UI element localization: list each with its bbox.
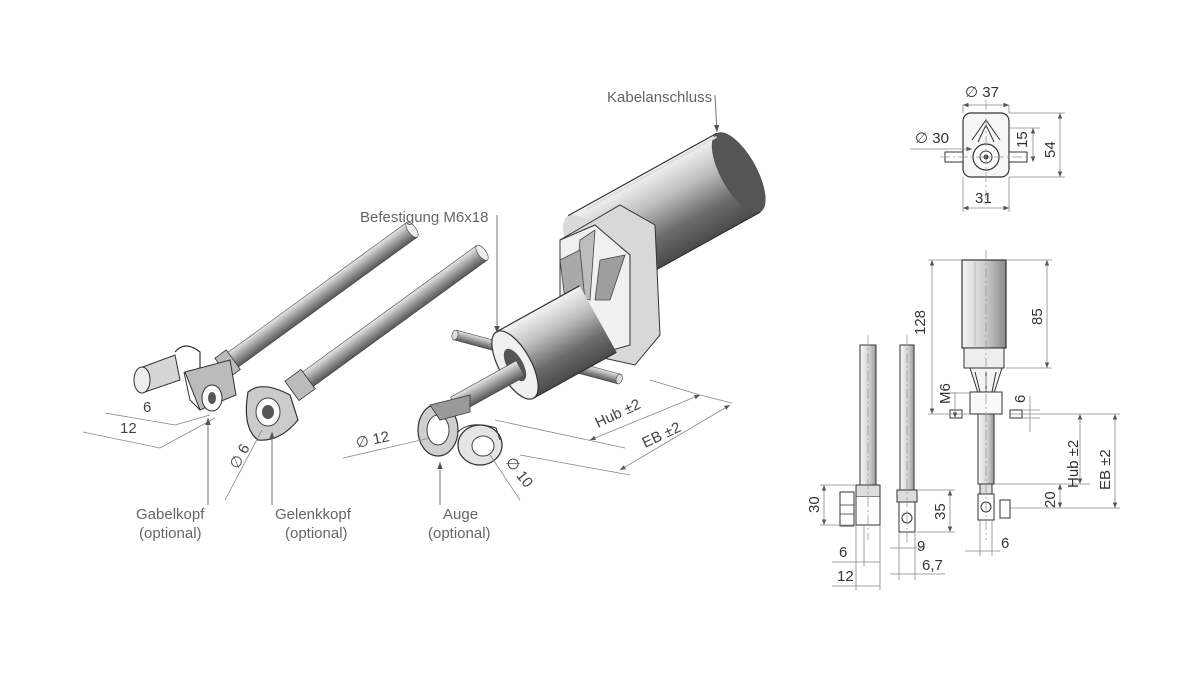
iso-dimensions: 6 12 ∅ 6 ∅ 12 ∅ 10 Hub ±2 EB ±2: [82, 379, 733, 501]
label-rod-end: Gelenkkopf: [275, 506, 352, 523]
side-dim-128: 128: [912, 310, 929, 335]
loose-rod-fork: [133, 221, 419, 412]
label-eye-optional: (optional): [428, 525, 491, 542]
iso-dim-hub: Hub ±2: [593, 396, 644, 432]
label-fork-head-optional: (optional): [139, 525, 202, 542]
top-dim-54: 54: [1042, 141, 1059, 158]
label-fork-head: Gabelkopf: [136, 506, 205, 523]
fork-dim-12: 12: [120, 420, 137, 437]
top-dim-d30: ∅ 30: [915, 130, 949, 147]
side-dim-rodend-35: 35: [932, 503, 949, 520]
side-dim-eb: EB ±2: [1097, 449, 1114, 490]
loose-rod-rodend: [245, 244, 489, 441]
rod-end-head: [245, 386, 299, 441]
side-dim-eye-6: 6: [1001, 535, 1009, 552]
top-dim-d37: ∅ 37: [965, 84, 999, 101]
side-dim-fork-30: 30: [806, 496, 823, 513]
top-dim-31: 31: [975, 190, 992, 207]
side-dim-m6: M6: [937, 383, 954, 404]
label-rod-end-optional: (optional): [285, 525, 348, 542]
side-dim-rodend-67: 6,7: [922, 557, 943, 574]
top-view: ∅ 37 ∅ 30 15 54 31: [910, 84, 1065, 212]
label-cable-connection: Kabelanschluss: [607, 89, 712, 106]
eye-dim-d10: ∅ 10: [502, 454, 536, 491]
actuator-iso-view: 6 12 ∅ 6 ∅ 12 ∅ 10 Hub ±2 EB ±2 Kabelans…: [82, 89, 766, 542]
side-dim-rodend-9: 9: [917, 538, 925, 555]
iso-dim-eb: EB ±2: [640, 419, 684, 452]
side-dim-20: 20: [1042, 491, 1059, 508]
side-dim-fork-12: 12: [837, 568, 854, 585]
eye-dim-d12: ∅ 12: [354, 428, 391, 452]
callouts: Kabelanschluss Befestigung M6x18 Gabelko…: [136, 89, 720, 542]
side-dim-85: 85: [1029, 308, 1046, 325]
side-dim-6: 6: [1012, 395, 1029, 403]
fork-dim-6: 6: [143, 399, 151, 416]
side-view: 128 85 M6 6 Hub ±2 EB ±2 20 6 30: [806, 250, 1120, 590]
side-dim-fork-6: 6: [839, 544, 847, 561]
rodend-dim-d6: ∅ 6: [227, 441, 254, 472]
eye-attachment: [417, 394, 503, 466]
fork-head: [133, 345, 237, 412]
label-mounting: Befestigung M6x18: [360, 209, 488, 226]
label-eye: Auge: [443, 506, 478, 523]
top-dim-15: 15: [1014, 131, 1031, 148]
side-dim-hub: Hub ±2: [1065, 440, 1082, 488]
